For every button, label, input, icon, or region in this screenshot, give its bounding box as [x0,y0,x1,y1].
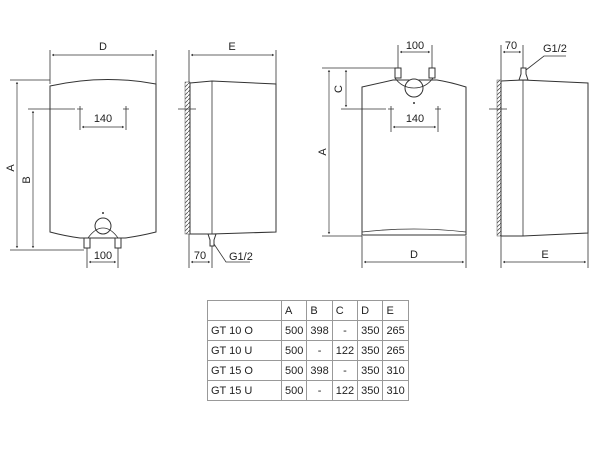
header-cell [207,300,282,321]
table-row: GT 15 U 500 - 122 350 310 [207,380,409,401]
table-row: GT 10 U 500 - 122 350 265 [207,340,409,361]
dimension-d-label: D [410,249,418,261]
pipe-offset-label: 70 [505,40,517,52]
table-header-row: A B C D E [207,300,409,321]
cell: 500 [280,360,308,381]
thread-label: G1/2 [229,251,253,263]
model-cell: GT 10 O [207,320,282,341]
right-side-view: 70 G1/2 E [489,40,589,268]
cell: 398 [306,320,333,341]
cell: 310 [382,360,409,381]
dimension-a-label: A [5,164,17,172]
cell: 350 [357,320,384,341]
cell: 350 [357,360,384,381]
dimension-d-label: D [99,41,107,53]
cell: - [331,360,359,381]
right-front-view: 100 C A 140 D [317,40,467,268]
cell: 500 [280,340,308,361]
cell: - [306,380,333,401]
model-cell: GT 15 U [207,380,282,401]
header-cell: C [331,300,359,321]
dimension-b-label: B [21,176,33,183]
pipe-spacing-label: 100 [406,40,424,52]
cell: - [331,320,359,341]
left-side-view: E 70 G1/2 [178,41,277,268]
cell: - [306,340,333,361]
dimension-a-label: A [317,148,329,156]
dimension-c-label: C [333,85,345,93]
dimension-e-label: E [541,249,548,261]
pipe-spacing-label: 100 [94,250,112,262]
cell: 122 [331,380,359,401]
mount-spacing-label: 140 [94,113,112,125]
cell: 500 [280,320,308,341]
model-cell: GT 15 O [207,360,282,381]
model-cell: GT 10 U [207,340,282,361]
header-cell: B [306,300,333,321]
header-cell: D [357,300,384,321]
cell: 122 [331,340,359,361]
dimension-e-label: E [228,41,235,53]
thread-label: G1/2 [543,43,567,55]
cell: 265 [382,340,409,361]
header-cell: A [280,300,308,321]
table-row: GT 10 O 500 398 - 350 265 [207,320,409,341]
cell: 310 [382,380,409,401]
pipe-offset-label: 70 [194,250,206,262]
dimensions-table: A B C D E GT 10 O 500 398 - 350 265 GT 1… [207,300,409,401]
cell: 398 [306,360,333,381]
cell: 350 [357,340,384,361]
mount-spacing-label: 140 [406,113,424,125]
cell: 500 [280,380,308,401]
cell: 350 [357,380,384,401]
table-row: GT 15 O 500 398 - 350 310 [207,360,409,381]
cell: 265 [382,320,409,341]
left-front-view: D A B 140 100 [5,41,157,268]
header-cell: E [382,300,409,321]
